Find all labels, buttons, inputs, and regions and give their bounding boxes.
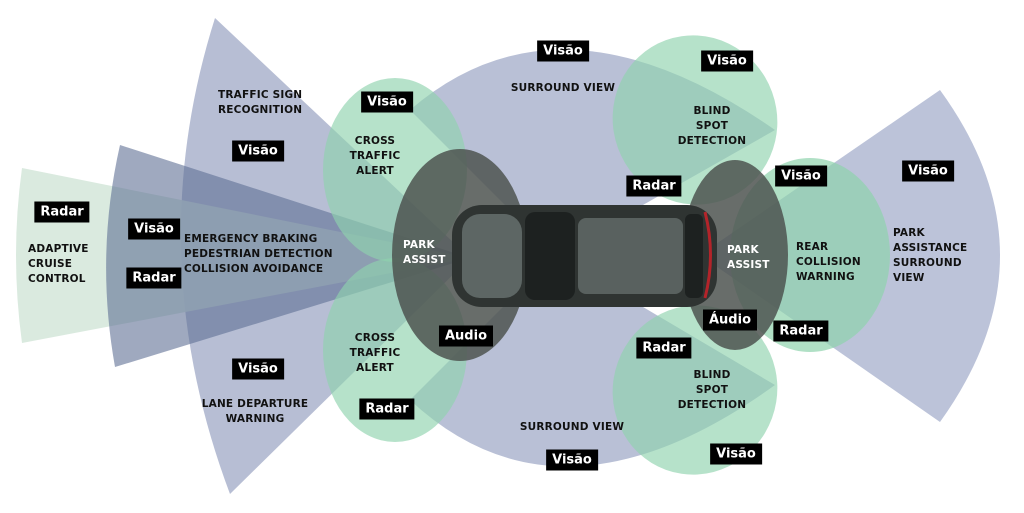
adaptive-cruise-label: ADAPTIVE CRUISE CONTROL bbox=[28, 243, 89, 285]
park-assist-front-label: PARK ASSIST bbox=[403, 239, 446, 266]
car-icon bbox=[452, 205, 717, 307]
cross-traffic-top-label: CROSS TRAFFIC ALERT bbox=[349, 135, 401, 177]
sensor-tag-vision: Visão bbox=[775, 165, 827, 187]
park-assistance-surround-label: PARK ASSISTANCE SURROUND VIEW bbox=[893, 227, 968, 284]
sensor-tag-vision: Visão bbox=[546, 449, 598, 471]
zone-emergency bbox=[106, 145, 470, 367]
cross-traffic-bottom-label: CROSS TRAFFIC ALERT bbox=[349, 332, 401, 374]
zone-park-assist-rear bbox=[682, 160, 788, 350]
surround-bottom-label: SURROUND VIEW bbox=[519, 421, 625, 433]
surround-top-label: SURROUND VIEW bbox=[510, 82, 616, 94]
sensor-tag-radar: Radar bbox=[626, 175, 682, 197]
sensor-tag-radar: Radar bbox=[34, 201, 90, 223]
emergency-label: EMERGENCY BRAKING PEDESTRIAN DETECTION C… bbox=[184, 233, 333, 275]
sensor-tag-vision: Visão bbox=[537, 40, 589, 62]
sensor-tag-radar: Radar bbox=[126, 267, 182, 289]
sensor-tag-audio: Áudio bbox=[702, 309, 758, 331]
sensor-tag-vision: Visão bbox=[232, 140, 284, 162]
sensor-tag-radar: Radar bbox=[773, 320, 829, 342]
sensor-tag-vision: Visão bbox=[701, 50, 753, 72]
sensor-tag-vision: Visão bbox=[710, 443, 762, 465]
sensor-tag-radar: Radar bbox=[636, 337, 692, 359]
sensor-tag-vision: Visão bbox=[128, 218, 180, 240]
sensor-tag-vision: Visão bbox=[902, 160, 954, 182]
sensor-tag-audio: Audio bbox=[438, 325, 494, 347]
traffic-sign-label: TRAFFIC SIGN RECOGNITION bbox=[218, 89, 303, 116]
lane-departure-label: LANE DEPARTURE WARNING bbox=[201, 398, 309, 425]
rear-collision-label: REAR COLLISION WARNING bbox=[796, 241, 861, 283]
blind-spot-top-label: BLIND SPOT DETECTION bbox=[677, 105, 747, 147]
sensor-tag-vision: Visão bbox=[232, 358, 284, 380]
park-assist-rear-label: PARK ASSIST bbox=[727, 244, 770, 271]
blind-spot-bottom-label: BLIND SPOT DETECTION bbox=[677, 369, 747, 411]
sensor-tag-radar: Radar bbox=[359, 398, 415, 420]
sensor-tag-vision: Visão bbox=[361, 91, 413, 113]
